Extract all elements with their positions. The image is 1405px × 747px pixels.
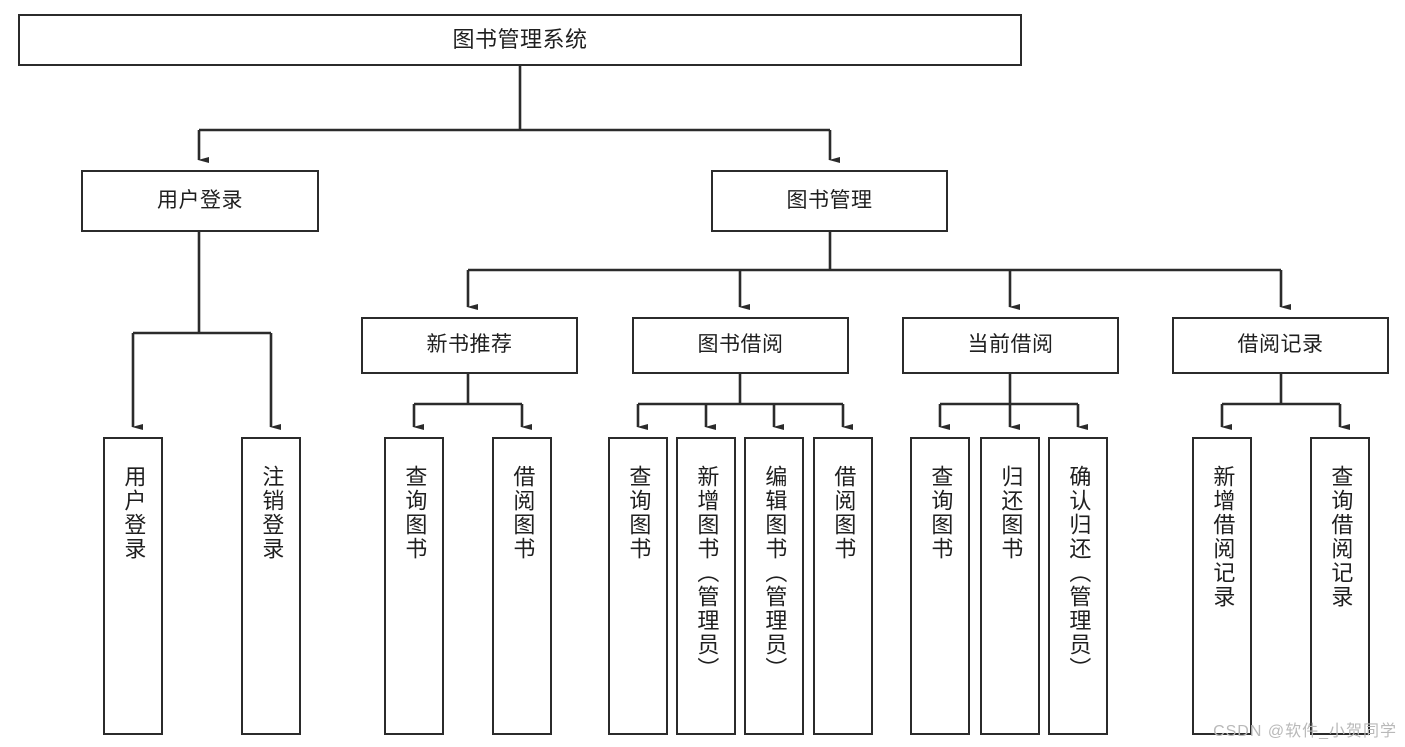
node-new-book-recommend[interactable]: 新书推荐 <box>361 317 578 374</box>
leaf-add-borrow-record[interactable]: 新增借阅记录 <box>1192 437 1252 735</box>
node-borrow-record[interactable]: 借阅记录 <box>1172 317 1389 374</box>
node-label: 新增图书（管理员） <box>694 465 720 681</box>
node-label: 用户登录 <box>157 188 243 212</box>
leaf-edit-book-admin[interactable]: 编辑图书（管理员） <box>744 437 804 735</box>
leaf-borrow-book-recommend[interactable]: 借阅图书 <box>492 437 552 735</box>
node-label: 图书管理系统 <box>452 27 588 53</box>
node-label: 编辑图书（管理员） <box>762 465 788 681</box>
leaf-return-book[interactable]: 归还图书 <box>980 437 1040 735</box>
node-book-management[interactable]: 图书管理 <box>711 170 948 232</box>
node-current-borrow[interactable]: 当前借阅 <box>902 317 1119 374</box>
node-label: 注销登录 <box>259 465 285 561</box>
node-label: 图书借阅 <box>697 333 784 357</box>
node-label: 借阅记录 <box>1237 333 1324 357</box>
node-label: 查询图书 <box>928 465 954 561</box>
node-label: 新增借阅记录 <box>1210 465 1236 609</box>
leaf-logout[interactable]: 注销登录 <box>241 437 301 735</box>
node-label: 借阅图书 <box>510 465 536 561</box>
leaf-user-login[interactable]: 用户登录 <box>103 437 163 735</box>
node-label: 借阅图书 <box>831 465 857 561</box>
leaf-query-borrow-record[interactable]: 查询借阅记录 <box>1310 437 1370 735</box>
leaf-query-book-recommend[interactable]: 查询图书 <box>384 437 444 735</box>
node-book-borrow[interactable]: 图书借阅 <box>632 317 849 374</box>
leaf-query-book-current[interactable]: 查询图书 <box>910 437 970 735</box>
node-label: 当前借阅 <box>967 333 1054 357</box>
node-label: 用户登录 <box>121 465 147 561</box>
node-label: 查询借阅记录 <box>1328 465 1354 609</box>
leaf-borrow-book[interactable]: 借阅图书 <box>813 437 873 735</box>
node-label: 确认归还（管理员） <box>1066 465 1092 681</box>
node-label: 查询图书 <box>402 465 428 561</box>
leaf-confirm-return-admin[interactable]: 确认归还（管理员） <box>1048 437 1108 735</box>
node-label: 查询图书 <box>626 465 652 561</box>
leaf-query-book-borrow[interactable]: 查询图书 <box>608 437 668 735</box>
node-user-login[interactable]: 用户登录 <box>81 170 319 232</box>
node-label: 图书管理 <box>786 188 873 212</box>
node-label: 新书推荐 <box>426 333 513 357</box>
leaf-add-book-admin[interactable]: 新增图书（管理员） <box>676 437 736 735</box>
node-label: 归还图书 <box>998 465 1024 561</box>
node-root-book-management-system[interactable]: 图书管理系统 <box>18 14 1022 66</box>
